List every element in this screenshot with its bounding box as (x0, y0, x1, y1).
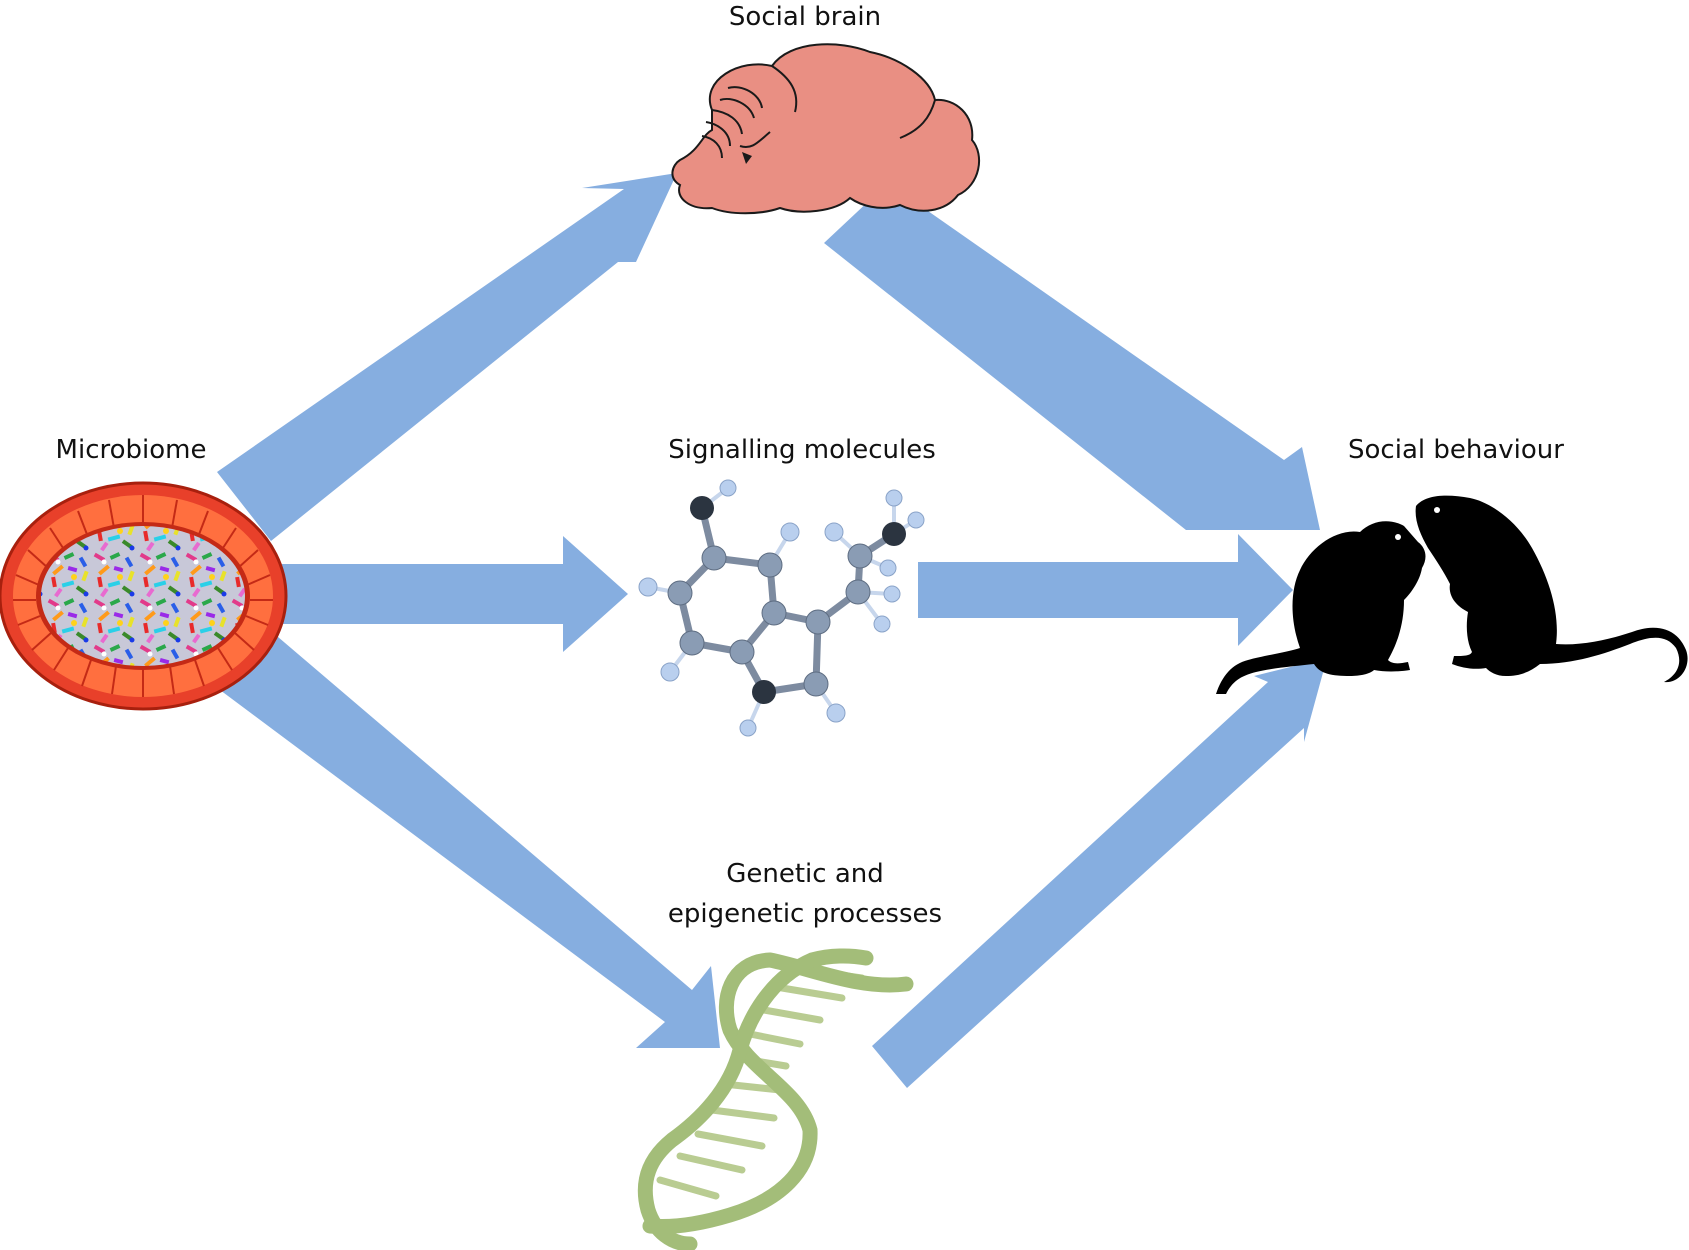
label-social-behaviour: Social behaviour (1348, 435, 1564, 465)
arrow-microbiome-to-brain (217, 173, 677, 541)
brain-icon (671, 43, 981, 215)
arrow-brain-to-behaviour (824, 183, 1320, 530)
rats-icon (1216, 495, 1688, 694)
label-genetic-line1: Genetic and (726, 859, 884, 889)
arrow-microbiome-to-dna (220, 631, 720, 1048)
molecule-icon (638, 479, 925, 737)
label-signalling-molecules: Signalling molecules (668, 435, 936, 465)
petri-dish-icon (0, 481, 288, 711)
label-microbiome: Microbiome (56, 435, 207, 465)
dna-icon (637, 948, 914, 1250)
label-genetic-line2: epigenetic processes (668, 899, 942, 929)
label-social-brain: Social brain (729, 2, 881, 32)
arrow-molecules-to-behaviour (918, 534, 1293, 646)
arrow-microbiome-to-molecules (282, 536, 628, 652)
arrow-dna-to-behaviour (872, 658, 1327, 1088)
